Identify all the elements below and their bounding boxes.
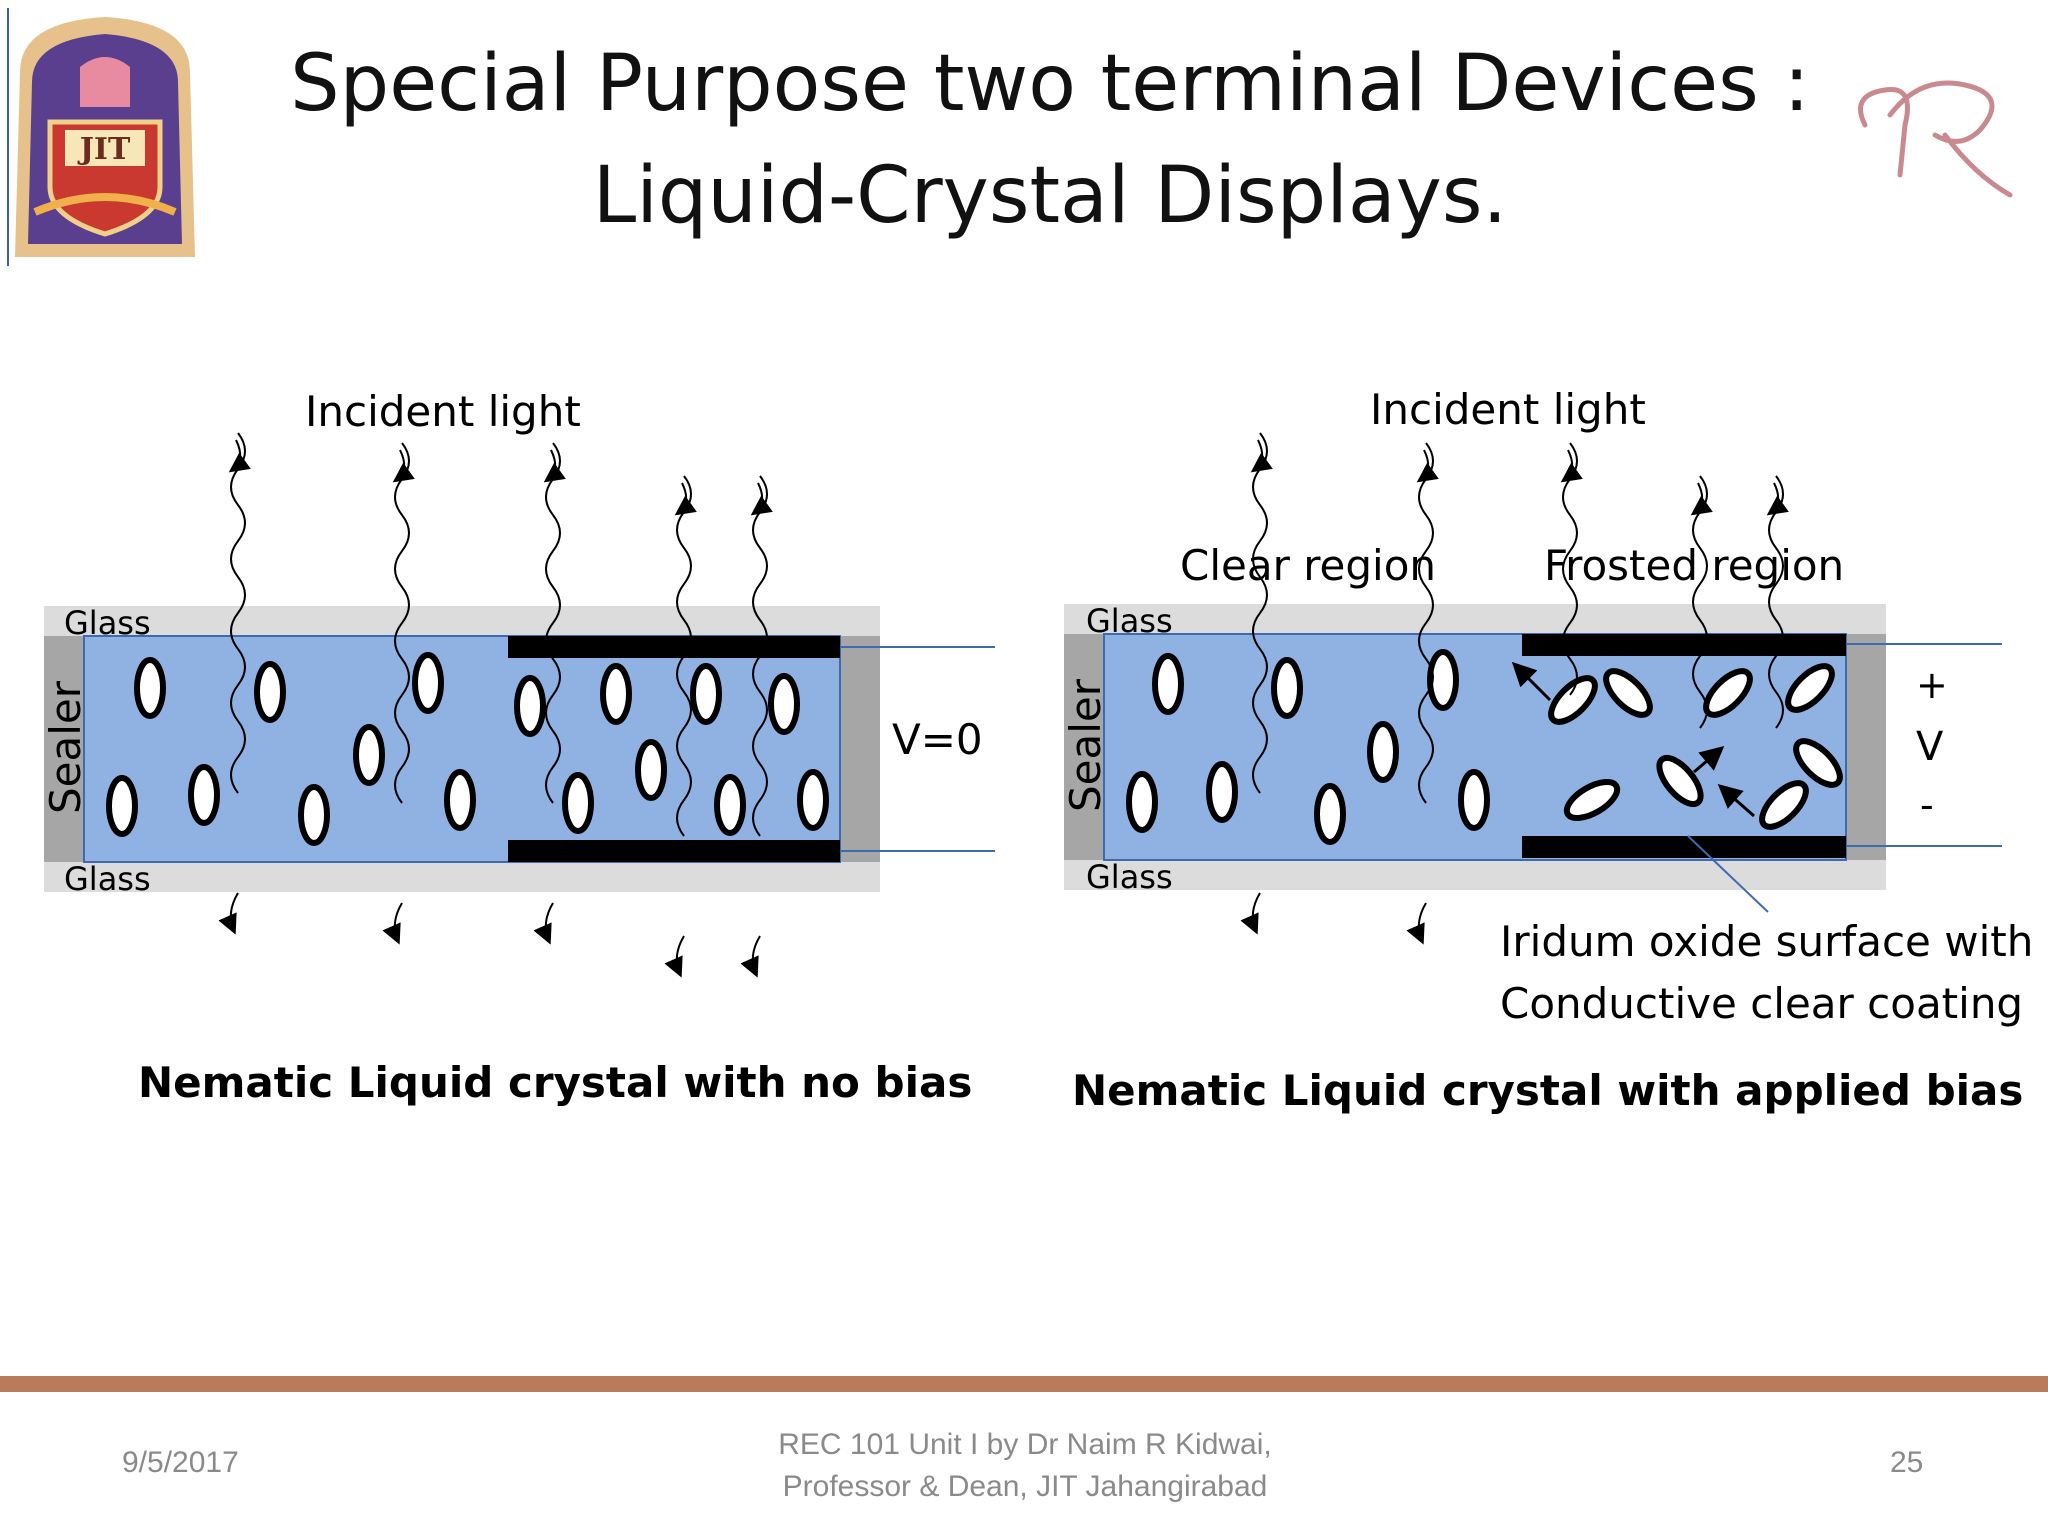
footer-line-1: REC 101 Unit I by Dr Naim R Kidwai, xyxy=(778,1428,1272,1461)
slide-left-rule xyxy=(7,8,9,266)
title-line-1: Special Purpose two terminal Devices : xyxy=(290,39,1810,129)
clear-region-label: Clear region xyxy=(1180,541,1436,590)
right-glass-bottom-label: Glass xyxy=(1086,858,1173,896)
footer-center-text: REC 101 Unit I by Dr Naim R Kidwai, Prof… xyxy=(700,1424,1350,1508)
left-end-block xyxy=(840,636,880,862)
left-glass-top-label: Glass xyxy=(64,604,151,642)
frosted-region-label: Frosted region xyxy=(1544,541,1844,590)
right-sealer-block xyxy=(1064,634,1104,860)
right-glass-top-label: Glass xyxy=(1086,602,1173,640)
left-top-electrode xyxy=(508,636,840,658)
footer-bar xyxy=(0,1376,2048,1392)
right-lcd-cell: Incident light Clear region Frosted regi… xyxy=(1061,385,2033,1115)
left-glass-bottom-label: Glass xyxy=(64,860,151,898)
coating-label-line-1: Iridum oxide surface with xyxy=(1500,917,2033,966)
right-caption: Nematic Liquid crystal with applied bias xyxy=(1072,1066,2023,1115)
right-top-electrode xyxy=(1522,634,1846,656)
plus-label: + xyxy=(1916,663,1948,707)
right-clear-molecules xyxy=(1126,649,1490,845)
slide-title: Special Purpose two terminal Devices : L… xyxy=(230,28,1870,252)
right-end-block xyxy=(1846,634,1886,860)
left-sealer-label: Sealer xyxy=(41,680,90,814)
signature-watermark xyxy=(1858,80,2013,198)
left-incident-light-label: Incident light xyxy=(305,387,581,436)
left-lcd-cell: Incident light Glass Glass Sealer V=0 Ne… xyxy=(41,387,995,1107)
logo-text: JIT xyxy=(77,132,131,167)
right-bottom-electrode xyxy=(1522,836,1846,858)
left-sealer-block xyxy=(44,636,84,862)
lcd-diagrams: Incident light Glass Glass Sealer V=0 Ne… xyxy=(41,385,2033,1115)
right-incident-light-label: Incident light xyxy=(1370,385,1646,434)
left-bottom-electrode xyxy=(508,840,840,862)
left-molecules xyxy=(106,652,829,846)
right-sealer-label: Sealer xyxy=(1061,678,1110,812)
left-light-rays xyxy=(230,432,768,837)
left-caption: Nematic Liquid crystal with no bias xyxy=(138,1058,972,1107)
title-line-2: Liquid-Crystal Displays. xyxy=(592,151,1508,241)
footer-line-2: Professor & Dean, JIT Jahangirabad xyxy=(782,1470,1268,1503)
footer-date: 9/5/2017 xyxy=(122,1446,239,1479)
jit-logo: JIT xyxy=(15,17,195,257)
minus-label: - xyxy=(1920,783,1934,827)
left-voltage-label: V=0 xyxy=(892,715,983,764)
right-frosted-molecules xyxy=(1548,663,1843,830)
right-voltage-label: V xyxy=(1916,724,1944,770)
coating-label-line-2: Conductive clear coating xyxy=(1500,979,2023,1028)
page-number: 25 xyxy=(1890,1446,1924,1479)
